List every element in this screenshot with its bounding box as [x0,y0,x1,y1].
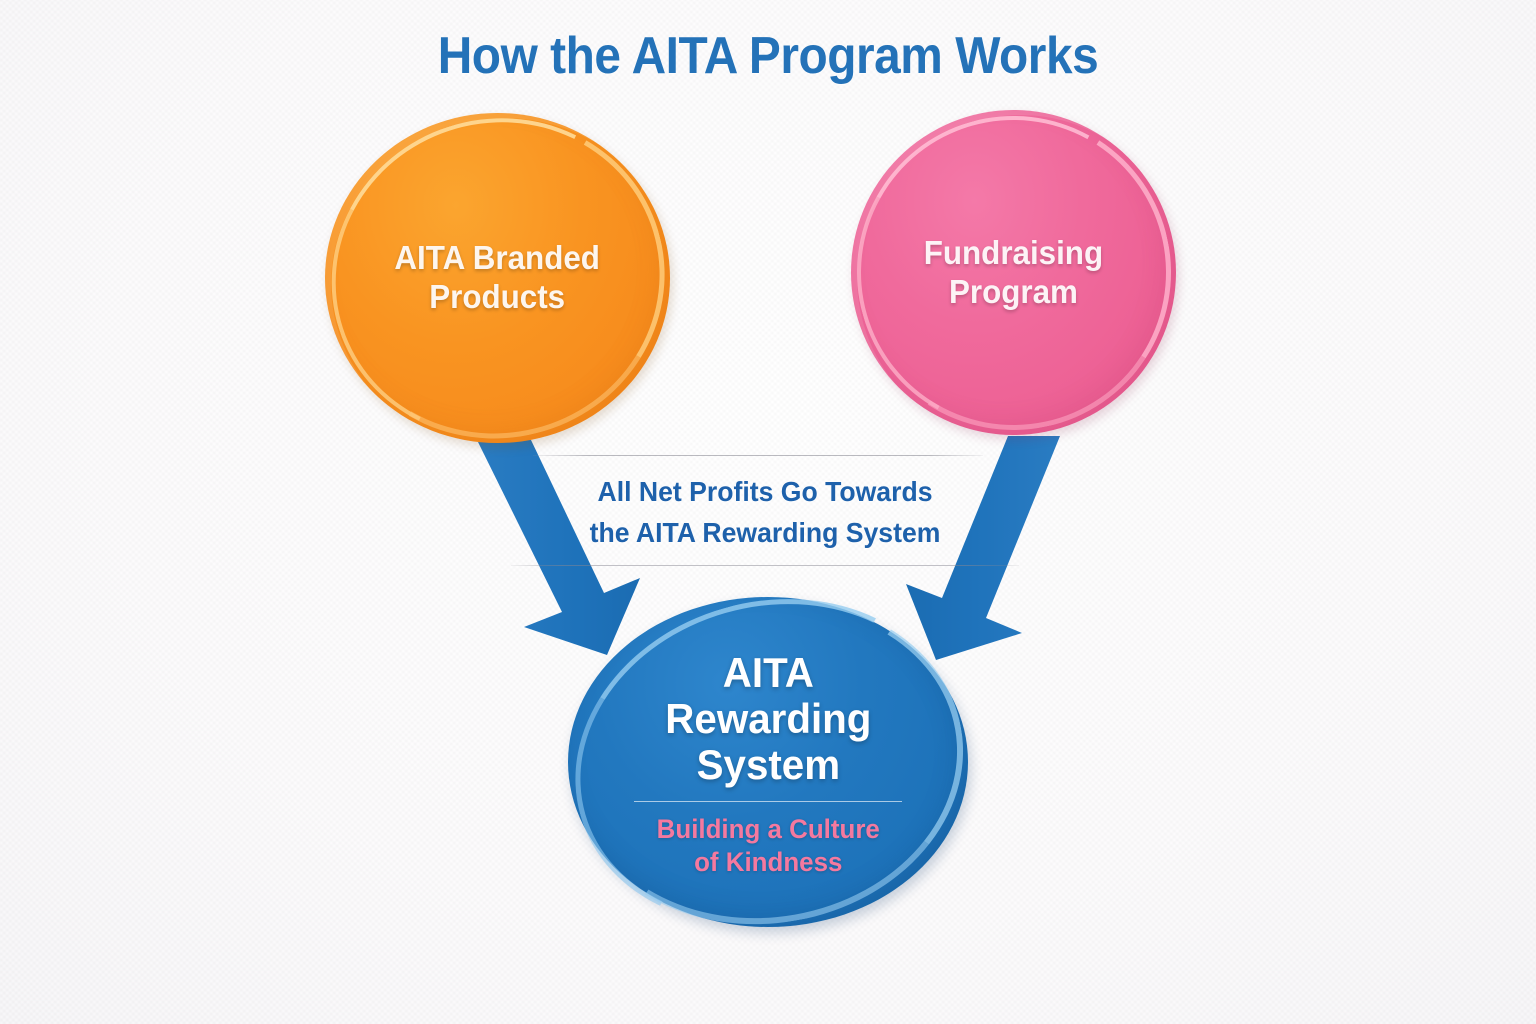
caption-divider-top [533,455,983,456]
node-fundraising-program[interactable]: Fundraising Program [819,78,1208,467]
node-rewarding-divider [634,801,902,803]
caption-divider-bottom [511,565,1019,566]
node-aita-branded-products[interactable]: AITA Branded Products [290,75,705,481]
node-aita-rewarding-system[interactable]: AITA Rewarding System Building a Culture… [536,554,1000,970]
node-rewarding-title: AITA Rewarding System [664,648,872,789]
caption-text: All Net Profits Go Towards the AITA Rewa… [589,476,941,548]
node-products-label: AITA Branded Products [394,239,601,315]
page-title: How the AITA Program Works [437,27,1099,85]
node-rewarding-content: AITA Rewarding System Building a Culture… [568,646,968,878]
node-fundraising-label: Fundraising Program [923,233,1104,310]
node-rewarding-subtitle: Building a Culture of Kindness [656,814,880,877]
